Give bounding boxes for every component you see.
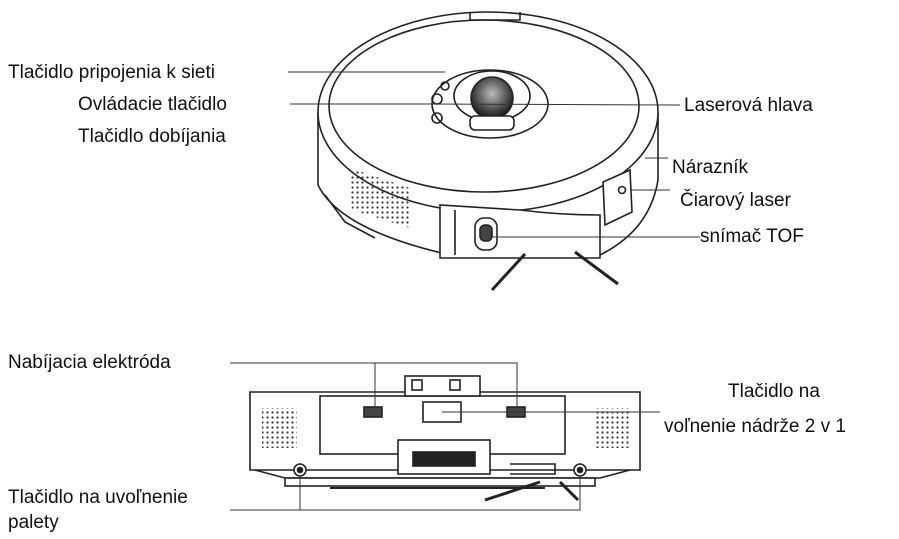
front-grill-left [262, 408, 297, 448]
label-pallet-release-line1: Tlačidlo na uvoľnenie [8, 487, 188, 508]
front-grill-right [595, 408, 630, 448]
label-line-laser: Čiarový laser [680, 190, 791, 211]
leader-lines-bottom [230, 362, 660, 511]
label-control-button: Ovládacie tlačidlo [78, 94, 227, 115]
charging-button-drawing [431, 112, 443, 124]
label-laser-head: Laserová hlava [684, 95, 813, 116]
label-charging-button: Tlačidlo dobíjania [78, 126, 226, 147]
label-charging-electrode: Nabíjacia elektróda [8, 352, 171, 373]
label-tank-release-line1: Tlačidlo na [728, 381, 820, 402]
line-laser-drawing [602, 168, 633, 227]
laser-head-drawing [470, 76, 514, 120]
label-bumper: Nárazník [672, 157, 749, 178]
left-grill [350, 168, 410, 228]
leader-lines-top [288, 71, 700, 238]
tof-sensor-drawing [474, 217, 498, 251]
label-pallet-release-line2: palety [8, 512, 59, 533]
label-tof-sensor: snímač TOF [700, 226, 804, 247]
label-tank-release-line2: voľnenie nádrže 2 v 1 [664, 416, 846, 437]
robot-front-view [249, 375, 641, 502]
label-network-button: Tlačidlo pripojenia k sieti [8, 62, 215, 83]
robot-top-view [317, 11, 659, 292]
electrode-left [363, 406, 383, 418]
